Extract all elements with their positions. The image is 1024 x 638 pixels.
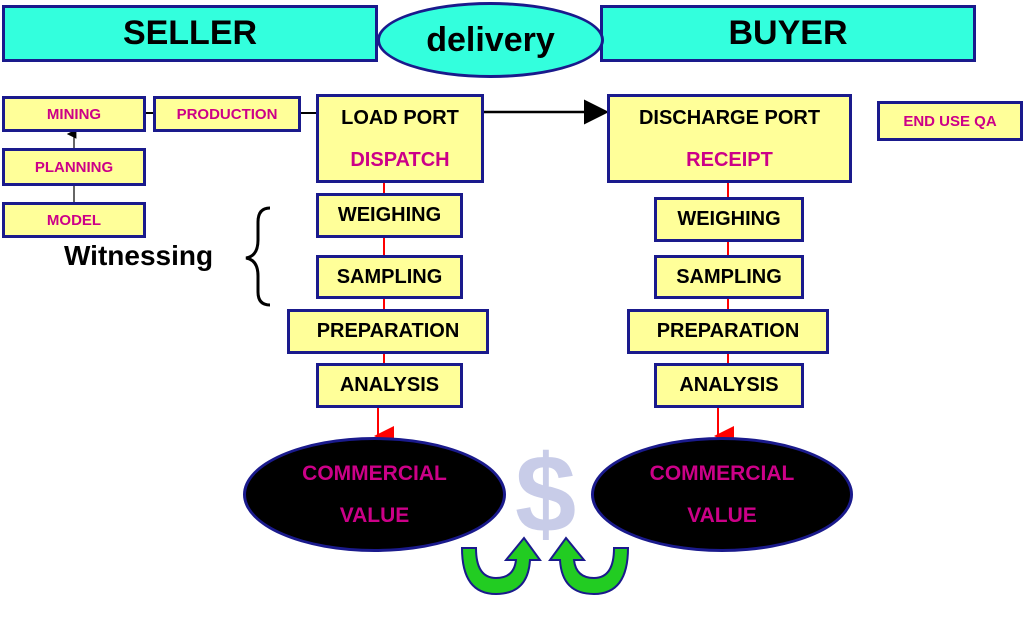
green-arrow-right: [548, 536, 630, 596]
seller-analysis-label: ANALYSIS: [339, 374, 440, 396]
model-box: MODEL: [2, 202, 146, 238]
mining-box: MINING: [2, 96, 146, 132]
buyer-preparation-label: PREPARATION: [656, 320, 800, 342]
green-arrow-left: [460, 536, 542, 596]
buyer-analysis-box: ANALYSIS: [654, 363, 804, 408]
load-port-title: LOAD PORT: [341, 106, 459, 129]
buyer-commercial-label: COMMERCIAL: [649, 461, 795, 485]
buyer-commercial-value-ellipse: COMMERCIAL VALUE: [591, 437, 853, 552]
seller-value-label: VALUE: [339, 503, 410, 527]
load-port-box: LOAD PORT DISPATCH: [316, 94, 484, 183]
buyer-preparation-box: PREPARATION: [627, 309, 829, 354]
seller-commercial-value-ellipse: COMMERCIAL VALUE: [243, 437, 506, 552]
delivery-label: delivery: [426, 20, 555, 59]
discharge-port-box: DISCHARGE PORT RECEIPT: [607, 94, 852, 183]
discharge-port-title: DISCHARGE PORT: [638, 106, 821, 129]
seller-weighing-label: WEIGHING: [337, 204, 442, 226]
dispatch-label: DISPATCH: [350, 148, 450, 171]
dollar-icon: $: [515, 433, 577, 556]
production-box: PRODUCTION: [153, 96, 301, 132]
mining-label: MINING: [46, 105, 102, 123]
buyer-analysis-label: ANALYSIS: [679, 374, 779, 396]
seller-preparation-box: PREPARATION: [287, 309, 489, 354]
planning-label: PLANNING: [34, 158, 114, 176]
receipt-label: RECEIPT: [686, 148, 773, 171]
seller-title: SELLER: [122, 14, 258, 52]
buyer-weighing-box: WEIGHING: [654, 197, 804, 242]
seller-sampling-label: SAMPLING: [336, 265, 443, 288]
witnessing-label: Witnessing: [64, 240, 214, 271]
buyer-sampling-label: SAMPLING: [676, 265, 782, 288]
seller-commercial-label: COMMERCIAL: [302, 461, 447, 485]
planning-box: PLANNING: [2, 148, 146, 186]
seller-banner: SELLER: [2, 5, 378, 62]
production-label: PRODUCTION: [176, 105, 278, 123]
buyer-weighing-label: WEIGHING: [677, 208, 781, 230]
seller-sampling-box: SAMPLING: [316, 255, 463, 299]
buyer-banner: BUYER: [600, 5, 976, 62]
end-use-qa-box: END USE QA: [877, 101, 1023, 141]
buyer-title: BUYER: [728, 14, 848, 52]
witnessing-brace: [245, 206, 271, 307]
seller-analysis-box: ANALYSIS: [316, 363, 463, 408]
model-label: MODEL: [46, 211, 102, 229]
buyer-sampling-box: SAMPLING: [654, 255, 804, 299]
seller-weighing-box: WEIGHING: [316, 193, 463, 238]
buyer-value-label: VALUE: [687, 503, 757, 527]
end-use-qa-label: END USE QA: [903, 112, 997, 130]
delivery-oval: delivery: [377, 2, 604, 78]
seller-preparation-label: PREPARATION: [316, 320, 460, 342]
